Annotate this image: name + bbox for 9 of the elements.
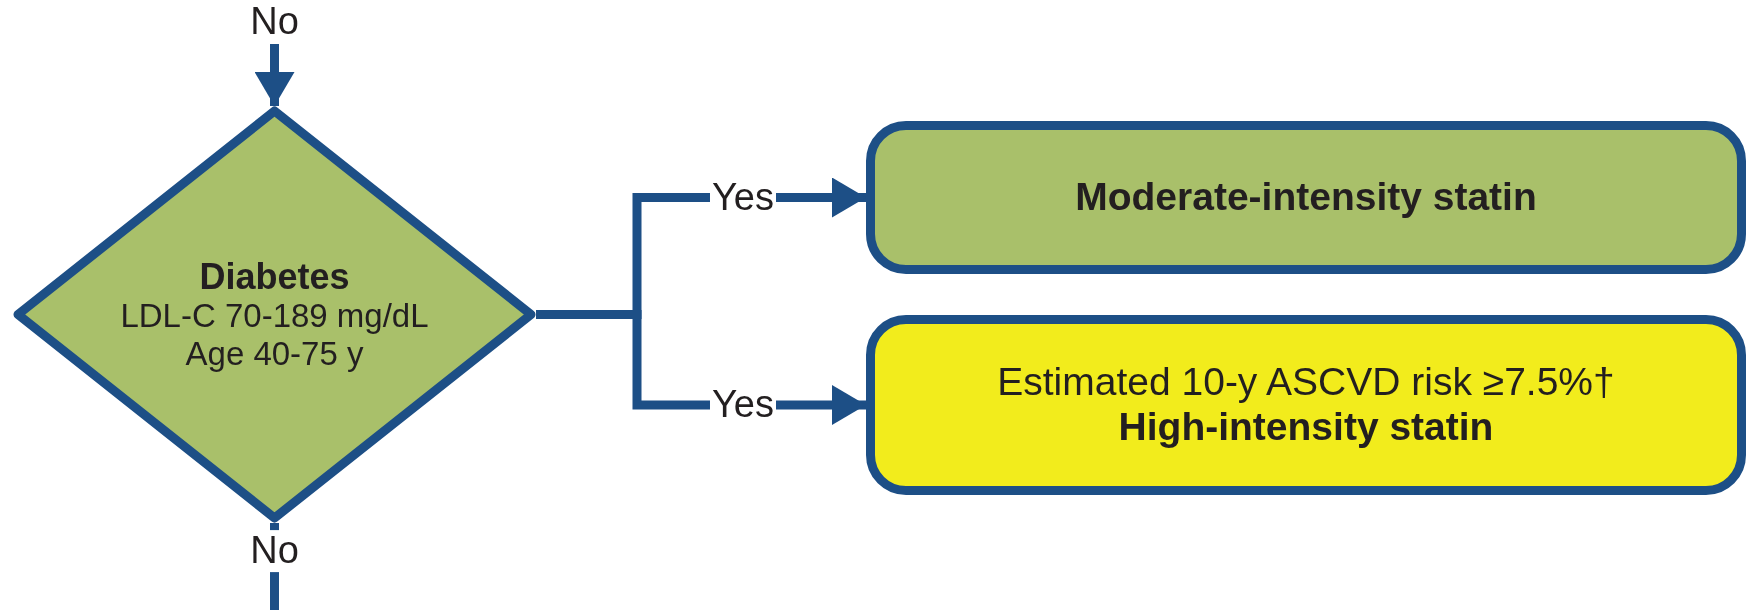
heading-text: Diabetes [199,255,350,298]
body-text: Age 40-75 y [185,335,364,374]
process-box [866,315,1746,495]
body-text: Estimated 10-y ASCVD risk ≥7.5%† [997,360,1615,405]
connector-arrow [254,44,295,106]
heading-text: High-intensity statin [1118,405,1494,450]
process-box [866,121,1746,274]
heading-text: Moderate-intensity statin [1075,175,1537,220]
body-text: LDL-C 70-189 mg/dL [120,297,429,336]
